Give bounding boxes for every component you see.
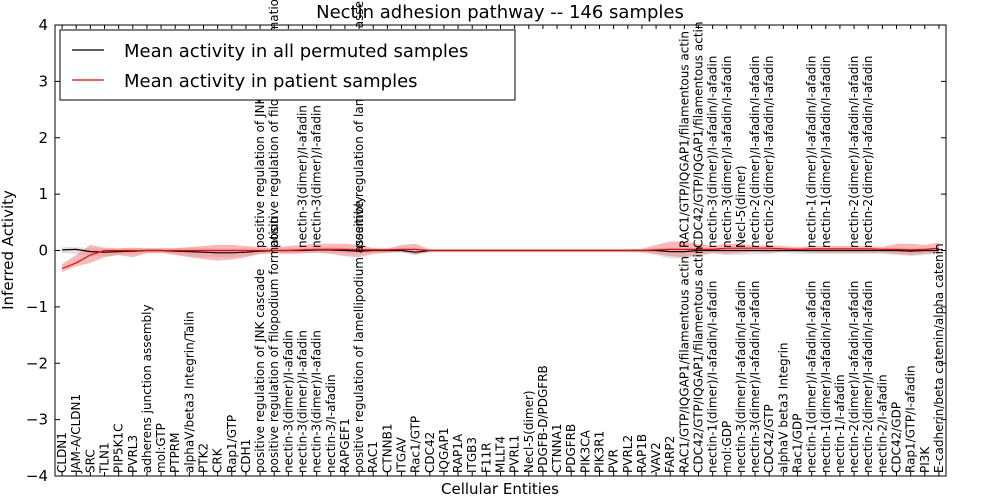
x-tick-label: PVRL1: [508, 435, 522, 473]
x-tick-label: RAP1B: [635, 434, 649, 473]
x-tick-label: alphaV/beta3 Integrin/Talin: [182, 311, 196, 473]
x-tick-label: CRK: [211, 447, 225, 473]
x-tick-label-upper: nectin-2(dimer)/I-afadin/I-afadin: [847, 56, 861, 248]
x-tick-label-upper: nectin-2(dimer)/I-afadin/I-afadin: [748, 56, 762, 248]
x-tick-label: nectin-3/I-afadin: [324, 374, 338, 473]
x-tick-label-upper: nectin-1(dimer)/I-afadin/I-afadin: [805, 56, 819, 248]
y-axis-ticks: −4 −3 −2 −1 0 1 2 3 4: [26, 16, 946, 485]
x-tick-label: CDC42/GTP/IQGAP1/filamentous actin: [692, 247, 706, 473]
x-tick-label: RAC1: [366, 441, 380, 473]
x-tick-label: MLLT4: [494, 436, 508, 473]
x-tick-label: CDH1: [239, 439, 253, 473]
x-tick-label: PDGFRB: [564, 424, 578, 473]
x-tick-label: positive regulation of filopodium format…: [267, 216, 281, 473]
x-tick-label: ITGB3: [465, 437, 479, 473]
x-tick-label: CDC42/GTP: [762, 404, 776, 473]
x-tick-label: FARP2: [663, 436, 677, 473]
x-tick-label-upper: nectin-2(dimer)/I-afadin/I-afadin: [762, 56, 776, 248]
x-tick-label: RAP1A: [451, 433, 465, 473]
x-tick-label: nectin-1(dimer)/I-afadin/I-afadin: [805, 281, 819, 473]
legend-label-permuted: Mean activity in all permuted samples: [124, 41, 468, 62]
x-tick-label: nectin-1(dimer)/I-afadin/I-afadin: [819, 281, 833, 473]
x-tick-label: VAV2: [649, 442, 663, 473]
x-tick-label-upper: Necl-5(dimer): [734, 165, 748, 248]
x-tick-label-upper: nectin-2(dimer)/I-afadin/I-afadin: [861, 56, 875, 248]
y-tick-label: −2: [26, 354, 48, 372]
x-tick-label: Rap1/GTP/I-afadin: [904, 365, 918, 473]
legend-box: [59, 29, 516, 101]
x-tick-label: Necl-5(dimer): [522, 390, 536, 473]
legend-label-patient: Mean activity in patient samples: [124, 71, 418, 92]
x-tick-label: ITGAV: [395, 436, 409, 473]
y-tick-label: 0: [38, 242, 48, 260]
line-series-1: [61, 247, 939, 270]
y-tick-label: −3: [26, 411, 48, 429]
x-tick-label: JAM-A/CLDN1: [69, 394, 83, 474]
y-tick-label: 3: [38, 72, 48, 90]
y-tick-label: 1: [38, 185, 48, 203]
x-tick-label: adherens junction assembly: [140, 304, 154, 473]
legend: Mean activity in all permuted samples Me…: [59, 29, 516, 101]
x-tick-label: nectin-3(dimer)/I-afadin/I-afadin: [748, 281, 762, 473]
x-tick-label: nectin-3(dimer)/I-afadin: [296, 330, 310, 473]
x-tick-label: alphaV beta3 Integrin: [776, 342, 790, 473]
x-tick-label: positive regulation of JNK cascade: [253, 269, 267, 473]
y-axis-label: Inferred Activity: [0, 190, 17, 310]
x-tick-label: SRC: [83, 449, 97, 473]
y-tick-label: −1: [26, 298, 48, 316]
x-tick-label: PVRL2: [621, 435, 635, 473]
x-tick-label-upper: nectin-1(dimer)/I-afadin/I-afadin: [819, 56, 833, 248]
x-tick-label: CTNNB1: [380, 423, 394, 473]
x-tick-label: RAC1/GTP/IQGAP1/filamentous actin: [677, 256, 691, 473]
x-tick-label: TLN1: [98, 442, 112, 474]
x-tick-label: CLDN1: [55, 432, 69, 473]
y-tick-label: 2: [38, 129, 48, 147]
x-tick-label: PTK2: [197, 443, 211, 473]
x-tick-label: positive regulation of lamellipodium ass…: [352, 196, 366, 473]
x-tick-label: nectin-2/I-afadin: [875, 374, 889, 473]
x-tick-label: PDGFB-D/PDGFRB: [536, 365, 550, 473]
x-tick-label: PVR: [607, 449, 621, 473]
x-tick-label: E-cadherin/beta catenin/alpha catenin: [932, 243, 946, 473]
x-tick-label: nectin-2(dimer)/I-afadin/I-afadin: [861, 281, 875, 473]
x-tick-label: PIK3CA: [578, 429, 592, 473]
x-tick-label: PIK3R1: [593, 431, 607, 473]
x-tick-label-upper: RAC1/GTP/IQGAP1/filamentous actin: [677, 31, 691, 248]
x-tick-label: Rap1/GTP: [225, 415, 239, 473]
x-tick-label: nectin-1/I-afadin: [833, 374, 847, 473]
x-tick-label: RAPGEF1: [338, 418, 352, 473]
x-tick-label: mol:GDP: [720, 421, 734, 473]
y-tick-label: −4: [26, 467, 48, 485]
x-axis-label: Cellular Entities: [441, 480, 559, 498]
x-tick-label-upper: nectin-3(dimer)/I-afadin/I-afadin: [720, 56, 734, 248]
x-tick-label: Rac1/GTP: [409, 416, 423, 473]
series-lines: [61, 247, 939, 270]
x-tick-label: PIP5K1C: [112, 423, 126, 473]
x-tick-label: nectin-3(dimer)/I-afadin: [310, 330, 324, 473]
x-axis-ticks: [61, 25, 940, 476]
x-tick-label: mol:GTP: [154, 423, 168, 473]
x-tick-label: Rac1/GDP: [791, 414, 805, 473]
x-tick-label-upper: nectin-3(dimer)/I-afadin/I-afadin: [706, 56, 720, 248]
x-tick-label: nectin-1(dimer)/I-afadin/I-afadin: [706, 281, 720, 473]
x-tick-label: nectin-3(dimer)/I-afadin: [281, 330, 295, 473]
x-tick-label: PI3K: [918, 446, 932, 473]
x-tick-label: PVRL3: [126, 435, 140, 473]
x-tick-label-upper: CDC42/GTP/IQGAP1/filamentous actin: [692, 22, 706, 248]
x-tick-label: IQGAP1: [437, 428, 451, 473]
chart-title: Nectin adhesion pathway -- 146 samples: [316, 2, 684, 23]
y-tick-label: 4: [38, 16, 48, 34]
x-tick-label: CTNNA1: [550, 423, 564, 473]
x-tick-label: CDC42: [423, 432, 437, 473]
x-tick-label-upper: nectin-3(dimer)/I-afadin: [296, 105, 310, 248]
x-tick-label: nectin-2(dimer)/I-afadin/I-afadin: [847, 281, 861, 473]
x-tick-label: F11R: [479, 442, 493, 473]
x-tick-label: CDC42/GDP: [890, 402, 904, 473]
x-tick-label: PTPRM: [168, 433, 182, 474]
x-tick-label: nectin-3(dimer)/I-afadin/I-afadin: [734, 281, 748, 473]
x-tick-label-upper: nectin-3(dimer)/I-afadin: [310, 105, 324, 248]
